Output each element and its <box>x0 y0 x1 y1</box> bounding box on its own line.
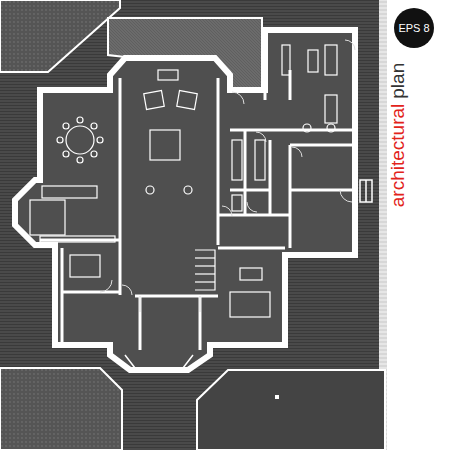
badge-circle: EPS 8 <box>394 8 434 48</box>
title-word: plan <box>387 63 408 99</box>
title-word: architectural <box>387 104 408 208</box>
title-vertical: architectural plan <box>388 63 407 207</box>
badge-text: EPS 8 <box>398 22 429 34</box>
